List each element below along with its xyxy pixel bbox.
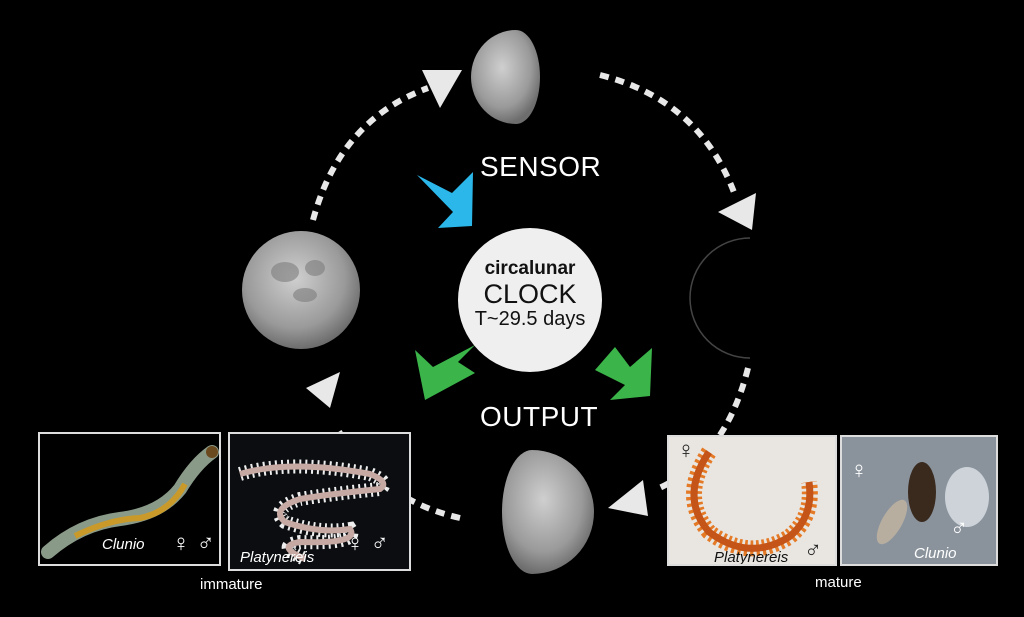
- immature-caption: immature: [200, 576, 263, 593]
- clock-period: T~29.5 days: [474, 308, 586, 330]
- output-arrow-left-icon: [415, 345, 475, 400]
- male-symbol: ♂: [804, 537, 822, 564]
- output-label: OUTPUT: [480, 401, 599, 432]
- arrowhead-to-last-quarter: [422, 70, 462, 108]
- sensor-label: SENSOR: [480, 151, 602, 182]
- photo-clunio-mature: ♀ ♂ Clunio: [840, 435, 998, 566]
- male-symbol: ♂: [950, 515, 968, 542]
- cycle-arc-right-top: [599, 72, 738, 197]
- clunio-adults-image: [876, 462, 989, 545]
- first-quarter-moon: [502, 450, 594, 574]
- full-moon-maria: [271, 260, 325, 302]
- sex-symbols: ♀ ♂: [346, 530, 389, 557]
- female-symbol: ♀: [850, 457, 868, 484]
- platynereis-epitoke-image: [686, 447, 818, 557]
- platynereis-larva-image: [237, 459, 391, 566]
- species-label: Clunio: [914, 545, 957, 562]
- last-quarter-moon: [471, 30, 540, 124]
- species-label: Platynereis: [240, 549, 315, 566]
- cycle-arc-left-top: [310, 85, 430, 221]
- sex-symbols: ♀ ♂: [172, 530, 215, 557]
- mature-caption: mature: [815, 574, 862, 591]
- sensor-arrow-icon: [417, 172, 473, 228]
- arrowhead-to-new-moon: [718, 193, 756, 230]
- photo-clunio-immature: Clunio ♀ ♂: [38, 432, 221, 566]
- photo-platynereis-immature: Platynereis ♀ ♂: [228, 432, 411, 571]
- clock-label: CLOCK: [483, 279, 577, 309]
- photo-platynereis-mature: ♀ Platynereis ♂: [667, 435, 837, 566]
- circalunar-clock: circalunar CLOCK T~29.5 days: [458, 228, 602, 372]
- arrowhead-to-first-quarter: [608, 480, 648, 516]
- clunio-larva-image: [41, 445, 219, 559]
- species-label: Platynereis: [714, 549, 789, 566]
- new-moon: [689, 237, 751, 359]
- clock-title: circalunar: [484, 258, 576, 279]
- species-label: Clunio: [102, 536, 145, 553]
- arrowhead-to-full-moon: [306, 372, 340, 408]
- output-arrow-right-icon: [595, 347, 652, 400]
- female-symbol: ♀: [677, 437, 695, 464]
